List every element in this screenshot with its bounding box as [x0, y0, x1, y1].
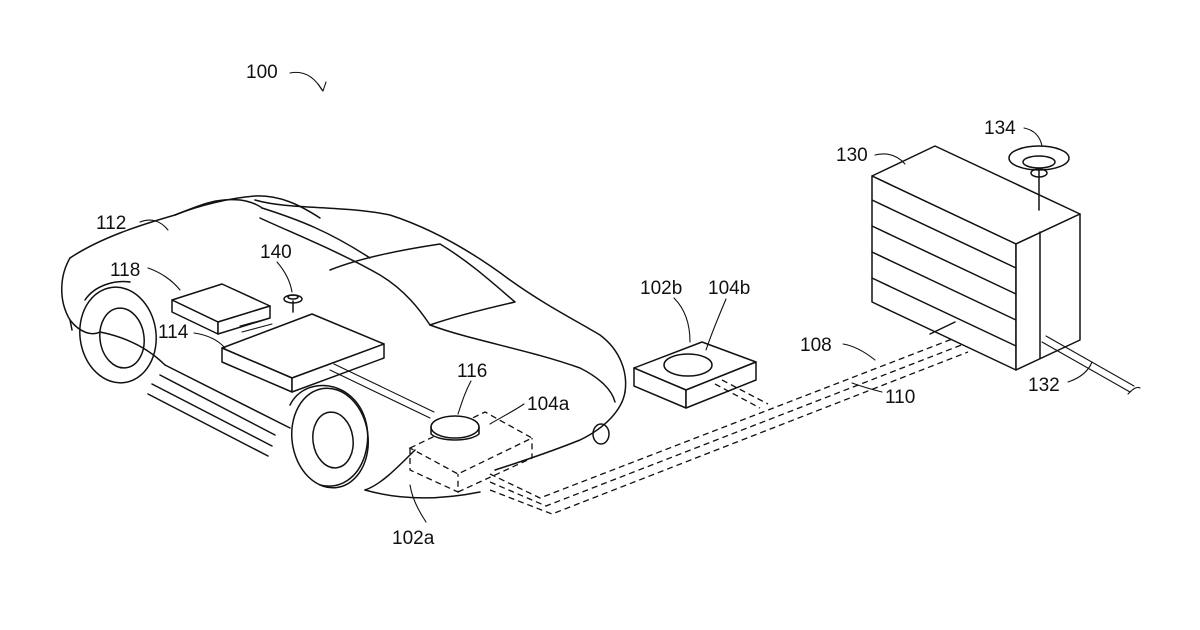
label-line-upper: 108: [800, 335, 832, 356]
label-coil: 116: [457, 361, 487, 382]
label-cable: 132: [1028, 375, 1060, 396]
label-unit-car: 102a: [392, 528, 435, 549]
label-pad-car: 104a: [527, 394, 570, 415]
label-antenna-station: 134: [984, 118, 1016, 139]
label-station: 130: [836, 145, 868, 166]
coil-116: [431, 416, 479, 440]
antenna-140: [284, 295, 302, 312]
label-system: 100: [246, 62, 278, 83]
label-unit-remote: 102b: [640, 278, 682, 299]
label-battery-small: 118: [110, 260, 140, 281]
unit-102b: [634, 342, 756, 408]
label-battery-main: 114: [158, 322, 189, 343]
label-line-lower: 110: [885, 387, 915, 408]
label-car: 112: [96, 213, 126, 234]
station-130: [872, 146, 1080, 370]
label-antenna-car: 140: [260, 242, 292, 263]
label-pad-remote: 104b: [708, 278, 750, 299]
